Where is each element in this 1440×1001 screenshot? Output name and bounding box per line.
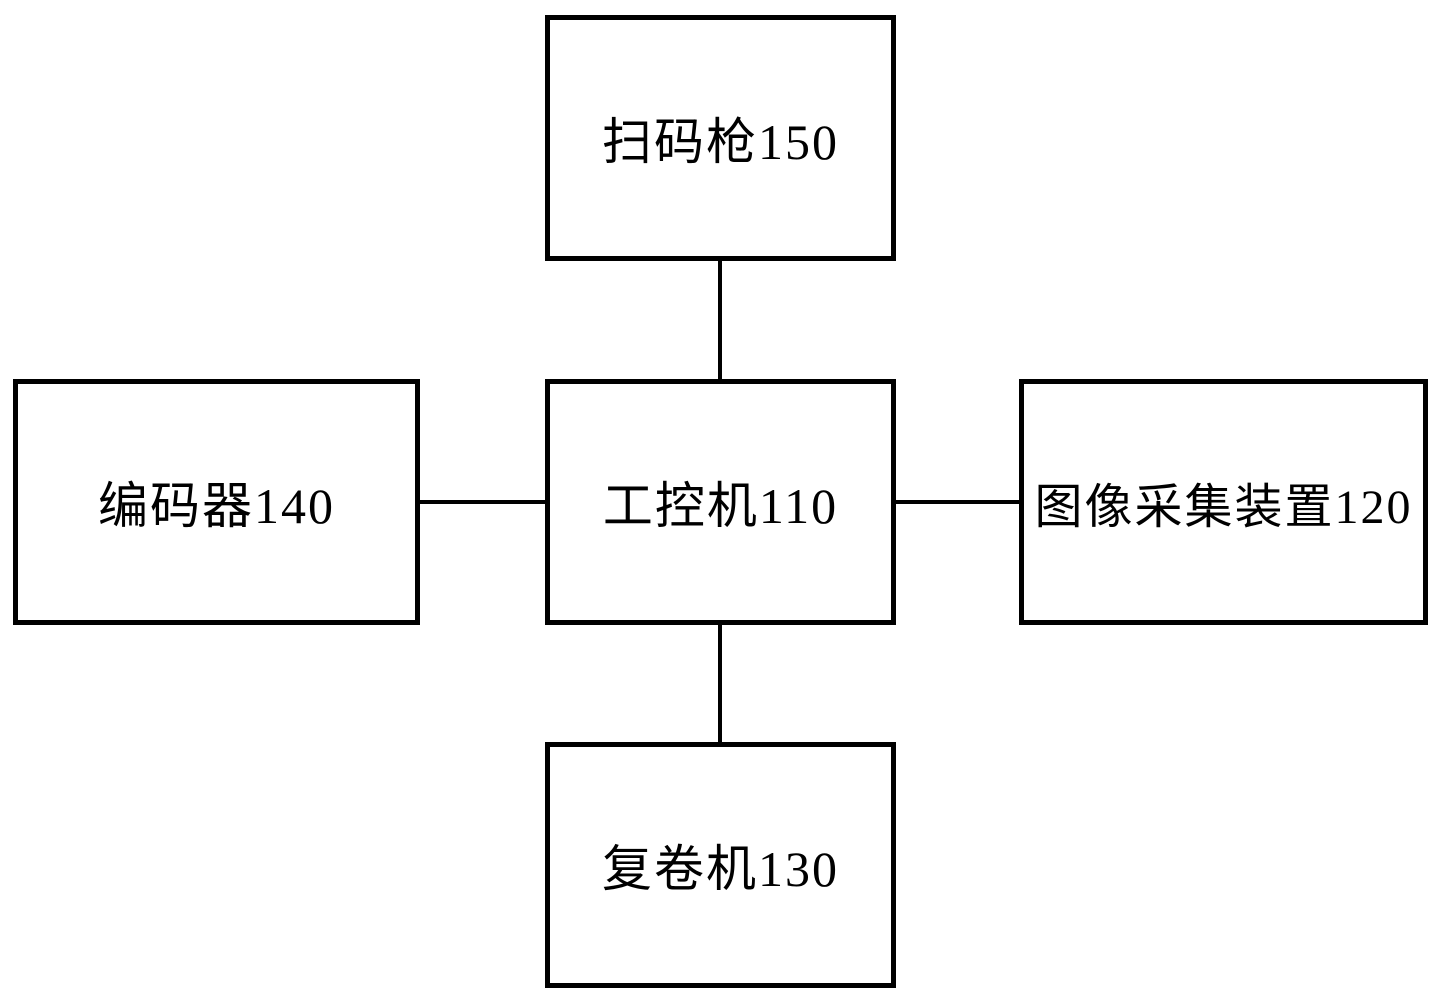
connector-ipc-to-rewinder — [718, 625, 722, 742]
connector-encoder-to-ipc — [420, 500, 545, 504]
node-scanner-150: 扫码枪150 — [545, 15, 896, 261]
node-encoder-140: 编码器140 — [13, 379, 420, 625]
node-rewinder-130: 复卷机130 — [545, 742, 896, 988]
node-rewinder-label: 复卷机130 — [602, 841, 839, 897]
node-scanner-label: 扫码枪150 — [602, 114, 839, 170]
node-encoder-label: 编码器140 — [98, 478, 335, 534]
node-industrial-pc-label: 工控机110 — [602, 478, 839, 534]
node-image-capture-device-120: 图像采集装置120 — [1019, 379, 1428, 625]
node-image-capture-device-label: 图像采集装置120 — [1034, 481, 1413, 534]
connector-ipc-to-image-capture — [896, 500, 1019, 504]
connector-scanner-to-ipc — [718, 261, 722, 379]
node-industrial-pc-110: 工控机110 — [545, 379, 896, 625]
